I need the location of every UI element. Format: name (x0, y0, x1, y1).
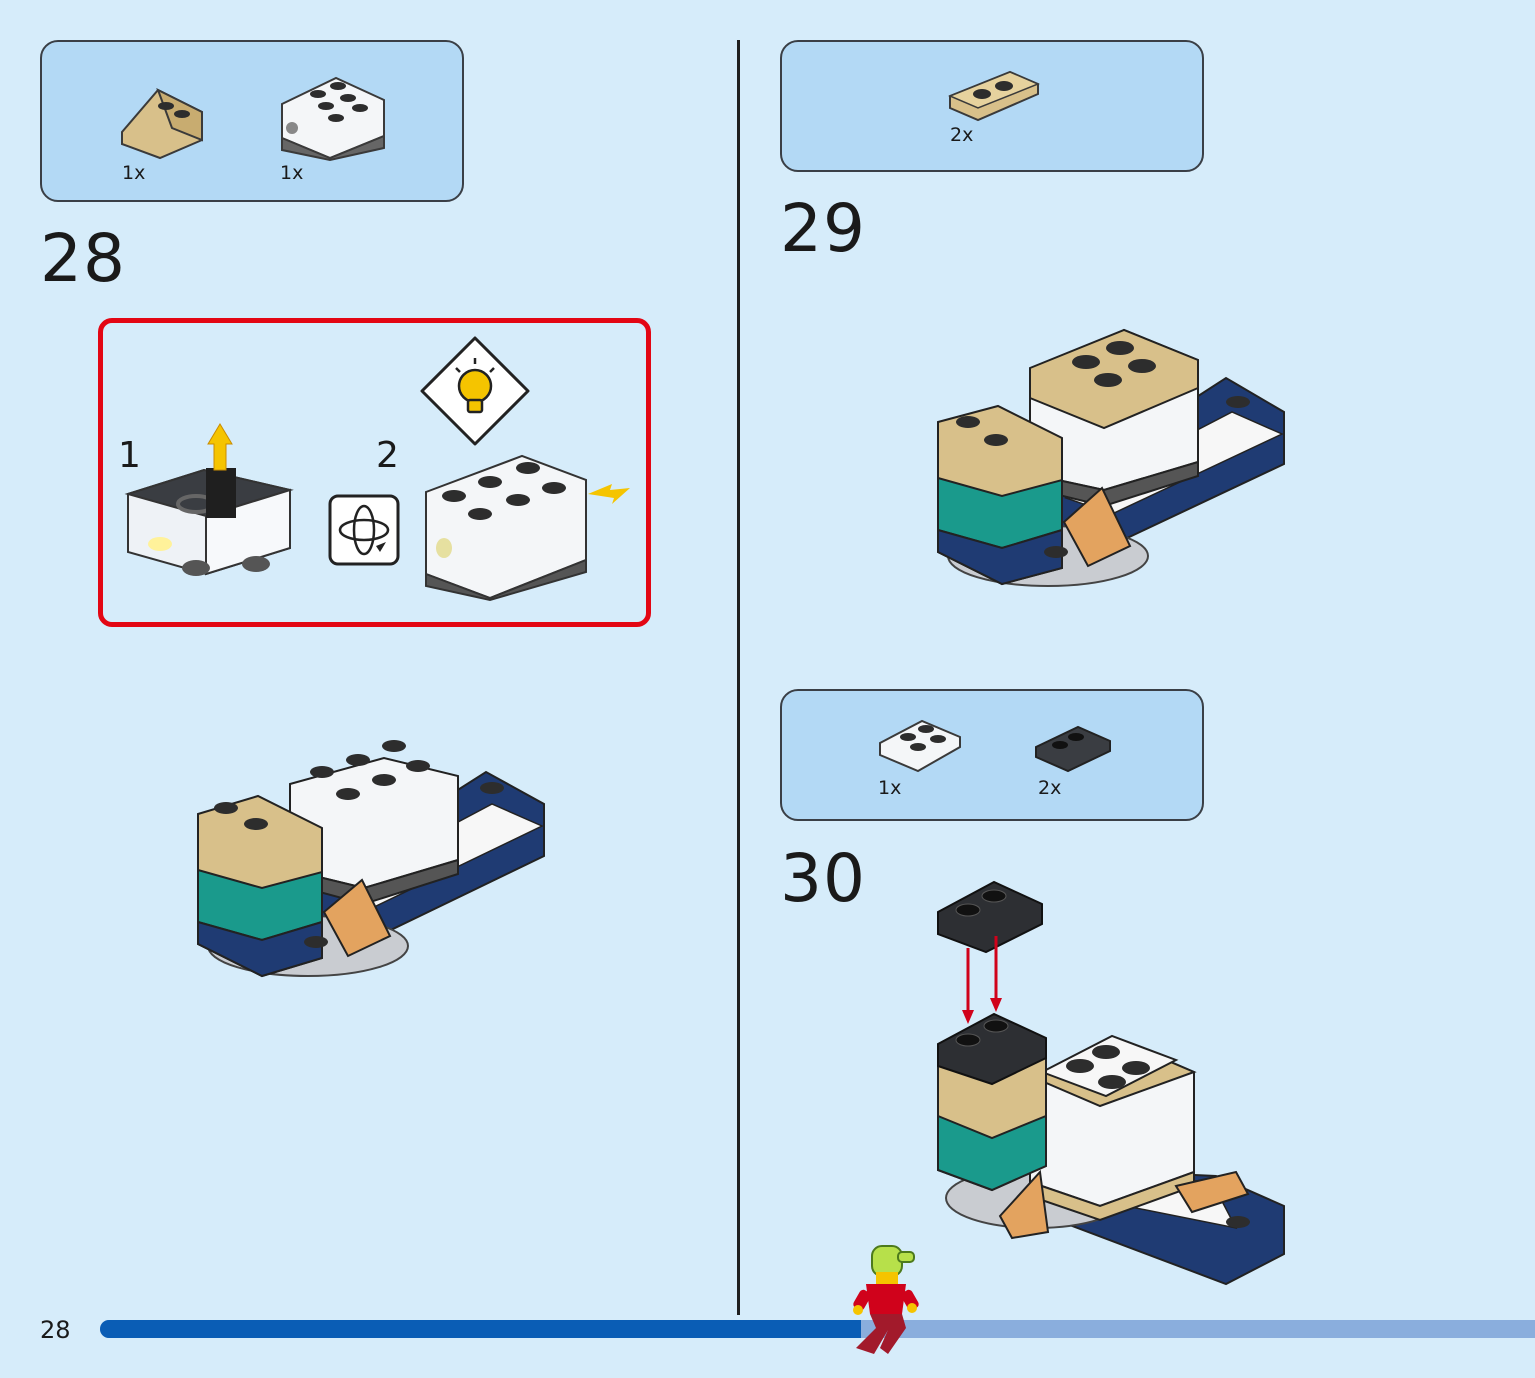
rotate-icon (328, 494, 400, 566)
step-number: 29 (780, 190, 866, 267)
tan-slope-brick-icon (121, 87, 203, 160)
callout-box (98, 318, 651, 627)
part-qty: 1x (280, 162, 304, 184)
parts-box-step-28: 1x 1x (40, 40, 464, 202)
model-assembly-icon (197, 740, 545, 978)
dark-grey-grille-plate-icon (1035, 725, 1111, 773)
part-qty: 1x (122, 162, 146, 184)
tan-plate-1x2-icon (948, 70, 1040, 122)
minifigure-icon (853, 1245, 919, 1354)
model-assembly-icon (937, 328, 1285, 587)
page-divider (737, 40, 740, 1315)
part-qty: 1x (878, 777, 902, 799)
page-number: 28 (40, 1316, 71, 1344)
step-number: 30 (780, 840, 866, 917)
light-brick-icon (281, 76, 385, 162)
substep-number: 1 (118, 435, 141, 476)
substep-number: 2 (376, 435, 399, 476)
remove-battery-cover-icon (124, 423, 294, 576)
part-qty: 2x (950, 124, 974, 146)
light-brick-rotated-icon (425, 454, 630, 602)
model-assembly-icon (937, 880, 1285, 1286)
white-plate-2x2-icon (879, 719, 961, 773)
lightbulb-icon (420, 336, 530, 446)
step-number: 28 (40, 220, 126, 297)
parts-box-step-30: 1x 2x (780, 689, 1204, 821)
progress-bar (100, 1320, 1535, 1338)
part-qty: 2x (1038, 777, 1062, 799)
parts-box-step-29: 2x (780, 40, 1204, 172)
progress-bar-fill (100, 1320, 861, 1338)
